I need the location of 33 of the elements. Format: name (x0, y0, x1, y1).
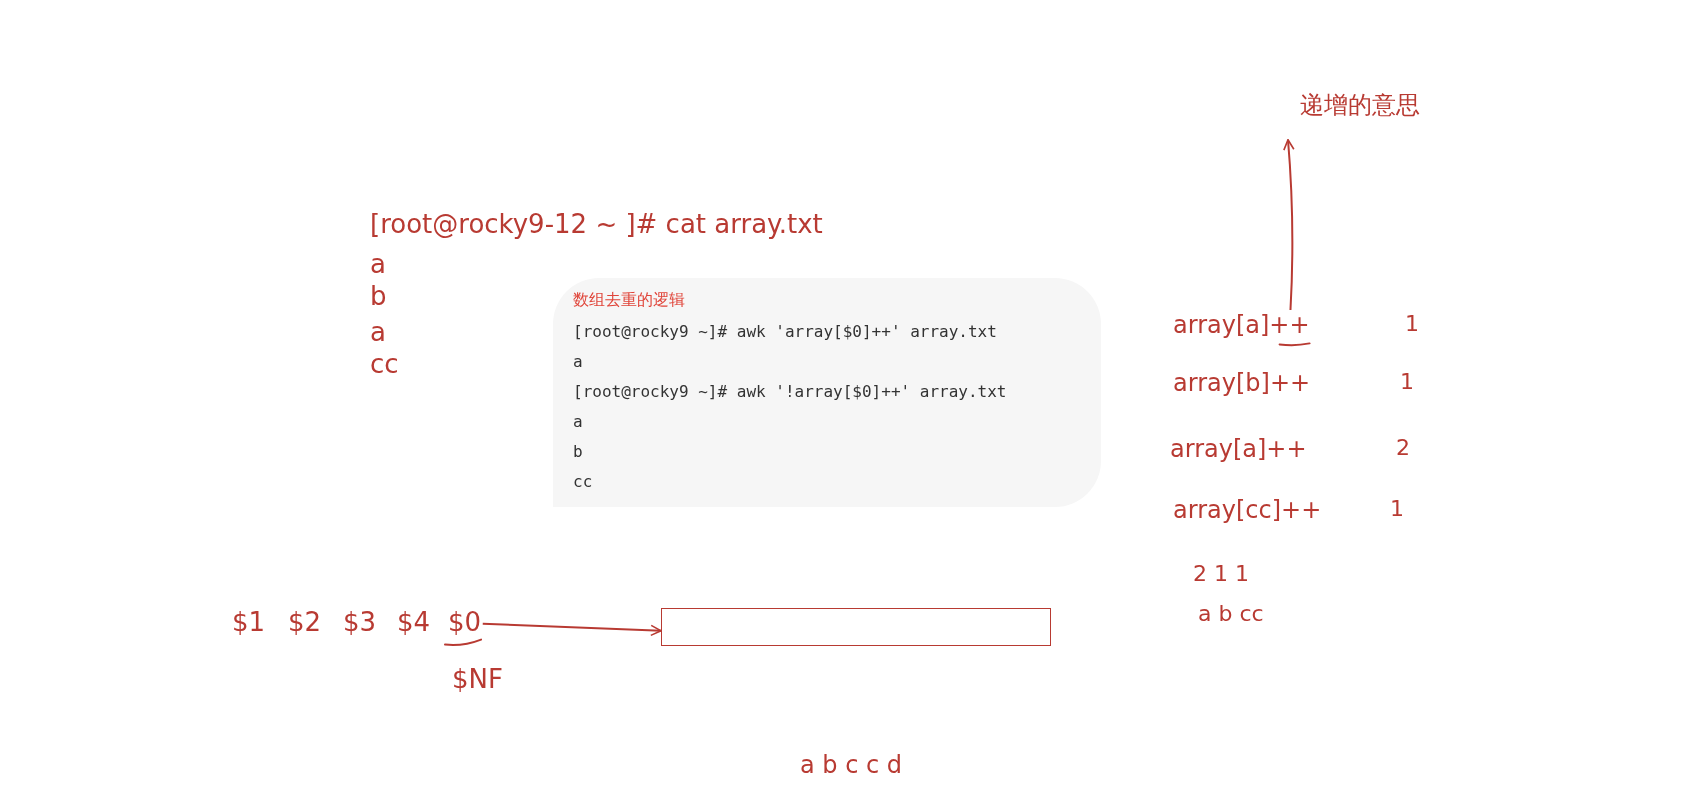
arrow (481, 622, 662, 637)
handwritten-text: 1 (1400, 370, 1414, 395)
card-heading: 数组去重的逻辑 (573, 290, 686, 311)
code-line: [root@rocky9 ~]# awk 'array[$0]++' array.txt (573, 321, 998, 343)
handwritten-text: a b c c d (800, 752, 903, 779)
code-line: a (573, 351, 584, 373)
handwritten-text: $2 (288, 608, 322, 637)
note-text: 递增的意思 (1300, 92, 1420, 119)
code-line: b (573, 441, 584, 463)
field-variable: $0 (448, 608, 482, 637)
handwritten-text: $1 (232, 608, 266, 637)
handwritten-text: 1 (1390, 497, 1404, 522)
handwritten-text: a b cc (1198, 602, 1264, 627)
handwritten-text: 2 (1396, 436, 1410, 461)
empty-box (661, 608, 1051, 646)
handwritten-text: $NF (452, 665, 503, 694)
arrow (1283, 138, 1295, 311)
handwritten-text: array[a]++ (1170, 436, 1307, 463)
array-expression: array[a]++ (1173, 312, 1310, 339)
code-line: cc (573, 471, 594, 493)
handwritten-text: $4 (397, 608, 431, 637)
handwritten-text: b (370, 282, 387, 311)
handwritten-text: a (370, 250, 386, 279)
handwritten-text: array[cc]++ (1173, 497, 1322, 524)
code-line: [root@rocky9 ~]# awk '!array[$0]++' array.txt (573, 381, 1008, 403)
handwritten-text: a (370, 318, 386, 347)
handwritten-text: $3 (343, 608, 377, 637)
handwritten-text: 2 1 1 (1193, 562, 1249, 587)
handwritten-text: cc (370, 350, 399, 379)
handwritten-text: array[b]++ (1173, 370, 1311, 397)
shell-command: [root@rocky9-12 ~ ]# cat array.txt (370, 210, 823, 239)
code-line: a (573, 411, 584, 433)
handwritten-text: 1 (1405, 312, 1419, 337)
